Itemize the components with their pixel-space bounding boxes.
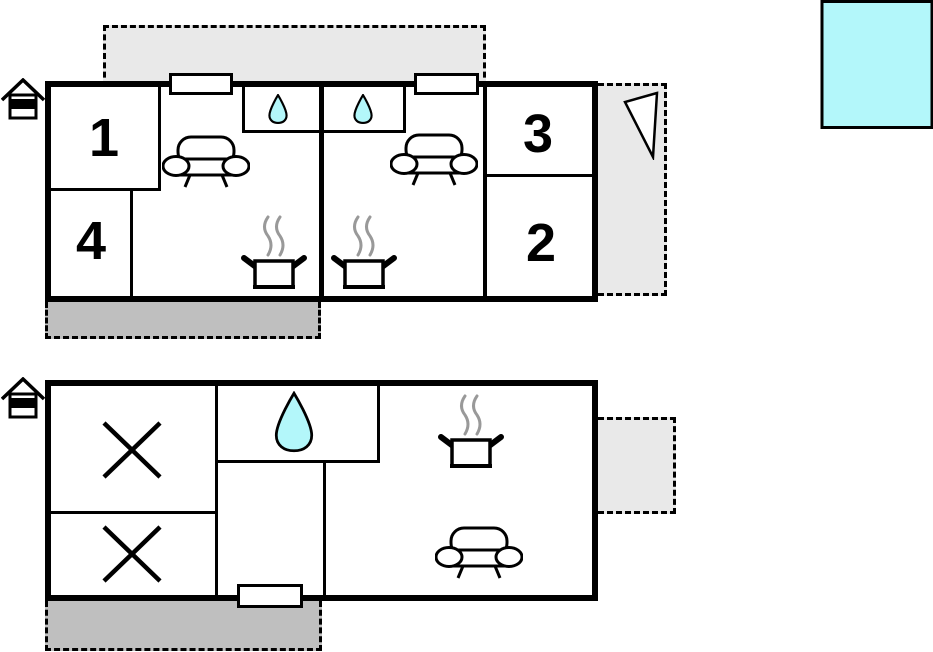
bed-x-icon: [102, 525, 162, 583]
upper-terrace-top: [103, 25, 486, 87]
stair-triangle-icon: [623, 91, 659, 160]
bed-x-icon: [102, 421, 162, 479]
lower-terrace-right: [598, 417, 676, 514]
upper-patio-bottom: [45, 302, 321, 339]
upper-wall-room4-right: [130, 191, 133, 296]
upper-room-4-label: 4: [75, 211, 107, 271]
upper-wall-bath1-bottom: [242, 130, 322, 133]
lower-wall-hall-right: [323, 463, 326, 595]
lower-patio-bottom: [45, 601, 322, 651]
lower-wall-bedrooms-right: [215, 386, 218, 595]
upper-wall-bath2-bottom: [324, 130, 406, 133]
upper-room-2-label: 2: [525, 213, 557, 273]
stove-pot-icon: [241, 215, 307, 289]
lower-wall-bath-bottom: [215, 460, 380, 463]
upper-window-left: [169, 73, 233, 95]
upper-wall-bath1-left: [242, 87, 245, 133]
sofa-icon: [162, 135, 250, 188]
stove-pot-icon: [438, 394, 504, 468]
sofa-icon: [435, 526, 523, 579]
shower-drop-icon: [268, 94, 288, 124]
lower-door: [237, 584, 303, 608]
upper-wall-bath2-right: [403, 87, 406, 133]
shower-drop-icon: [353, 94, 373, 124]
upper-wall-center-party: [319, 87, 324, 296]
lower-wall-bedrooms-divider: [51, 511, 215, 514]
lower-wall-bath-right: [377, 386, 380, 463]
entrance-house-icon: [1, 78, 45, 120]
stove-pot-icon: [331, 215, 397, 289]
upper-wall-room1-bottom: [51, 188, 161, 191]
legend-swatch: [820, 0, 933, 129]
upper-wall-rooms32-left: [483, 87, 487, 296]
upper-room-1-label: 1: [88, 108, 120, 168]
upper-wall-rooms32-divider: [487, 174, 592, 177]
upper-wall-room1-right: [158, 87, 161, 190]
sofa-icon: [390, 133, 478, 186]
upper-window-right: [414, 73, 479, 95]
shower-drop-icon: [274, 391, 314, 453]
upper-room-3-label: 3: [522, 104, 554, 164]
entrance-house-icon: [1, 377, 45, 419]
